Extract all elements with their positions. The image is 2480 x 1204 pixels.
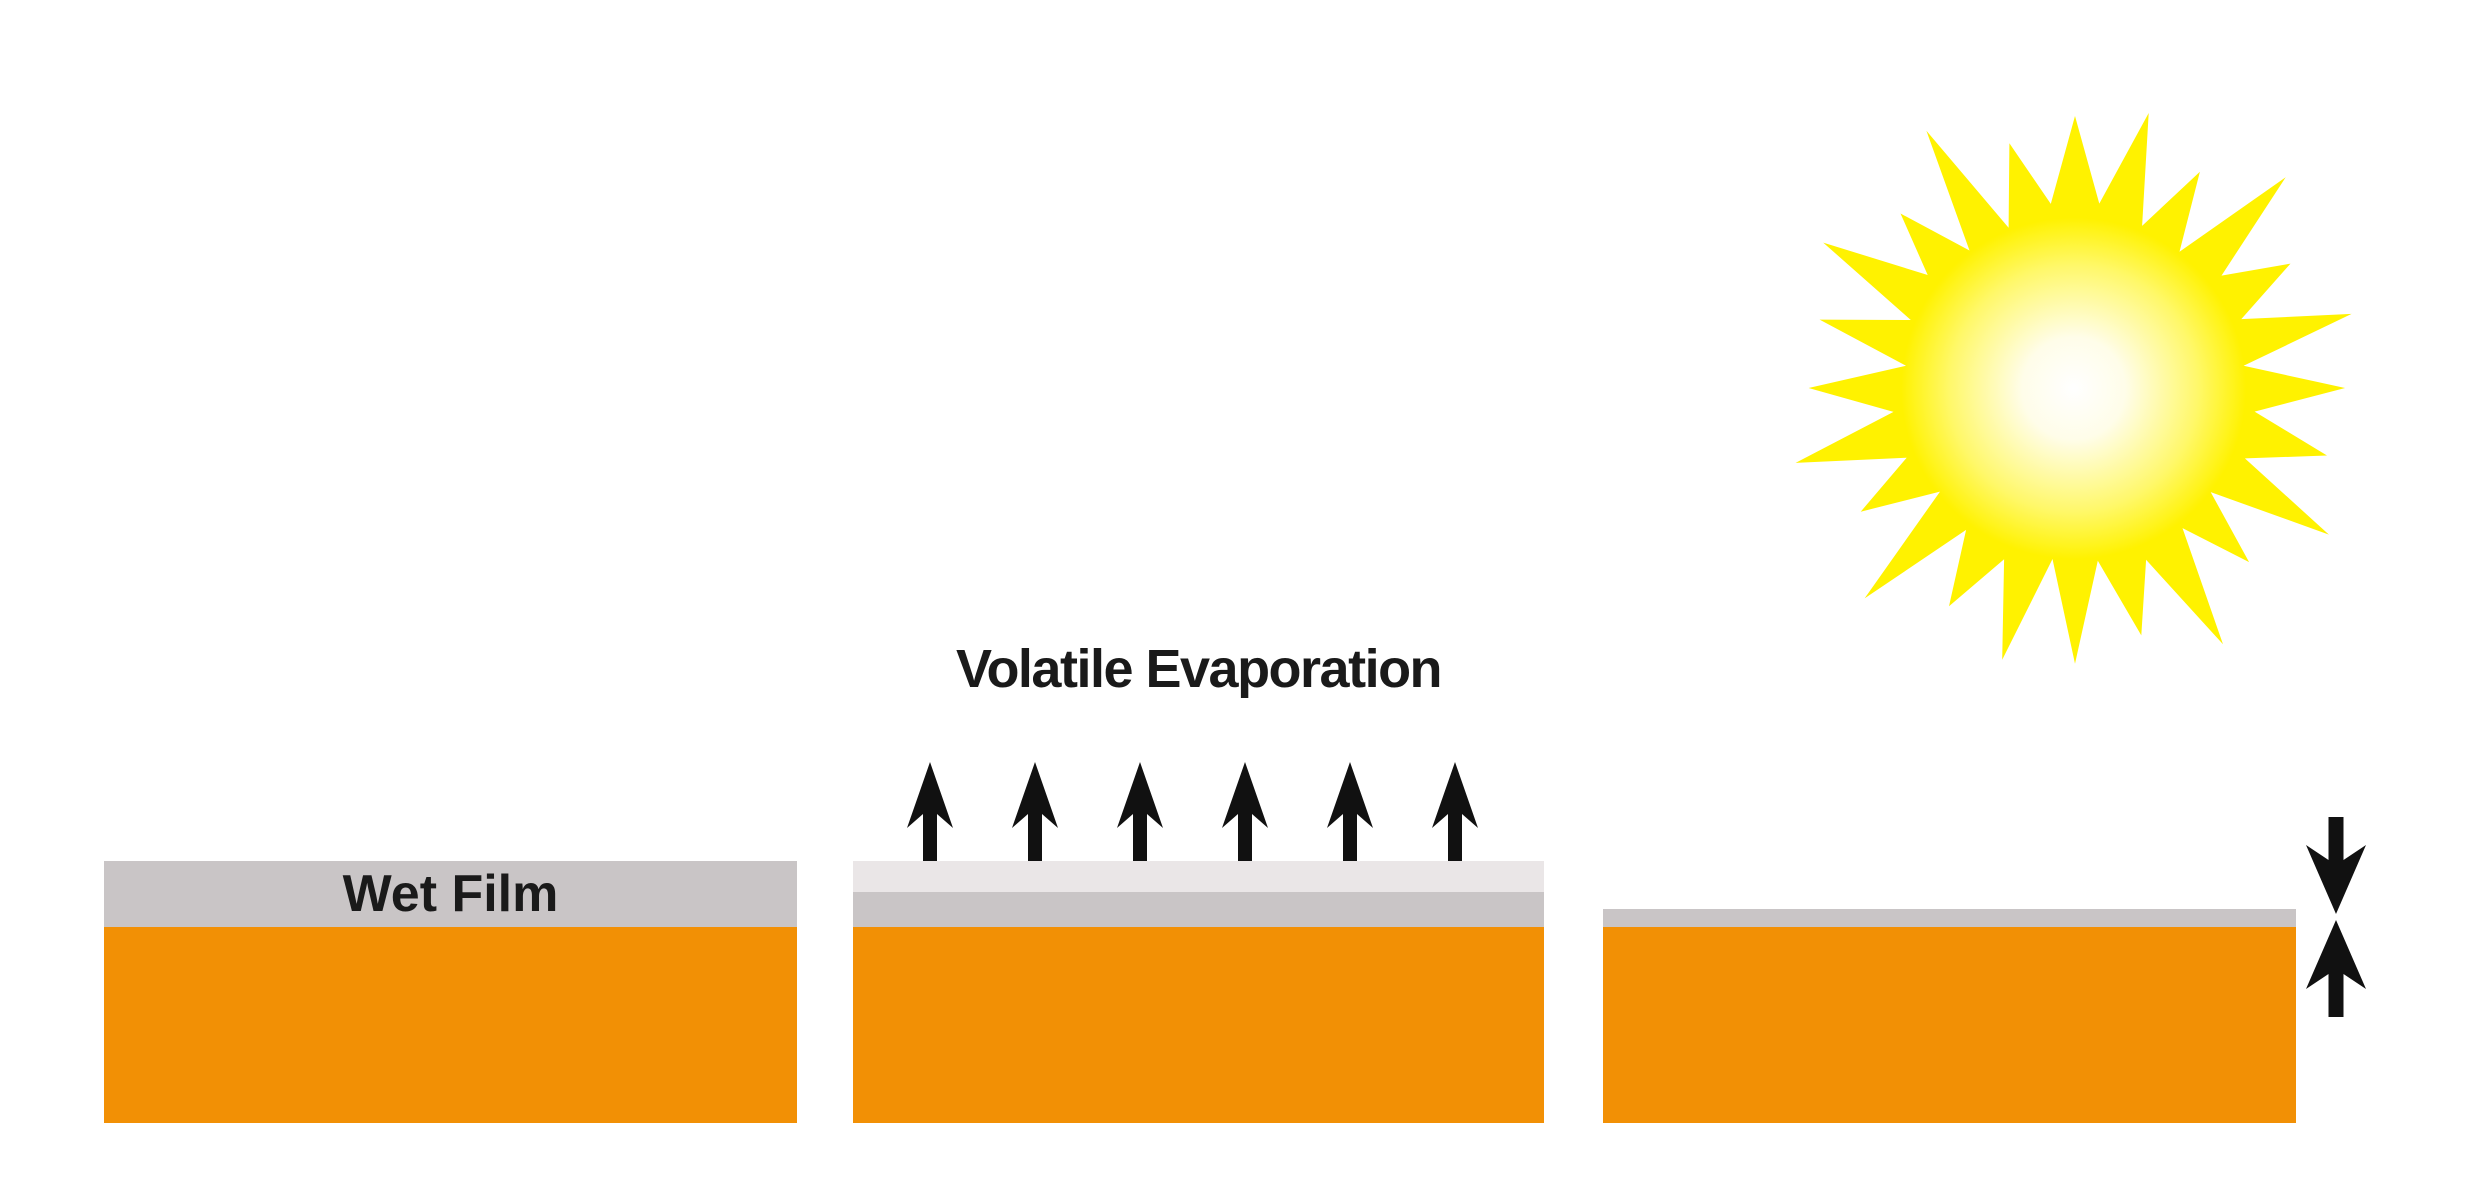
substrate-block <box>853 927 1544 1123</box>
sun-icon <box>1795 113 2352 664</box>
evaporation-arrow-icon <box>907 762 953 862</box>
converging-vertical-arrows-icon <box>2306 817 2366 1017</box>
evaporation-arrow-icon <box>1432 762 1478 862</box>
stage-evaporation <box>853 861 1544 1123</box>
down-arrow-icon <box>2306 817 2366 914</box>
evaporation-arrow-icon <box>1117 762 1163 862</box>
stage-wet-film: Wet Film <box>104 861 797 1123</box>
substrate-block <box>104 927 797 1123</box>
substrate-block <box>1603 927 2296 1123</box>
evaporation-arrow-icon <box>1327 762 1373 862</box>
shrinking-film-layer <box>853 892 1544 927</box>
up-arrow-icon <box>2306 920 2366 1017</box>
wet-film-label: Wet Film <box>342 865 559 923</box>
evaporation-arrow-icon <box>1012 762 1058 862</box>
evaporation-arrows-group <box>907 762 1478 862</box>
volatile-layer <box>853 861 1544 892</box>
evaporation-title: Volatile Evaporation <box>955 639 1443 699</box>
stage-dry-film <box>1603 861 2296 1123</box>
evaporation-arrow-icon <box>1222 762 1268 862</box>
wet-film-layer: Wet Film <box>104 861 797 927</box>
dry-film-layer <box>1603 909 2296 927</box>
